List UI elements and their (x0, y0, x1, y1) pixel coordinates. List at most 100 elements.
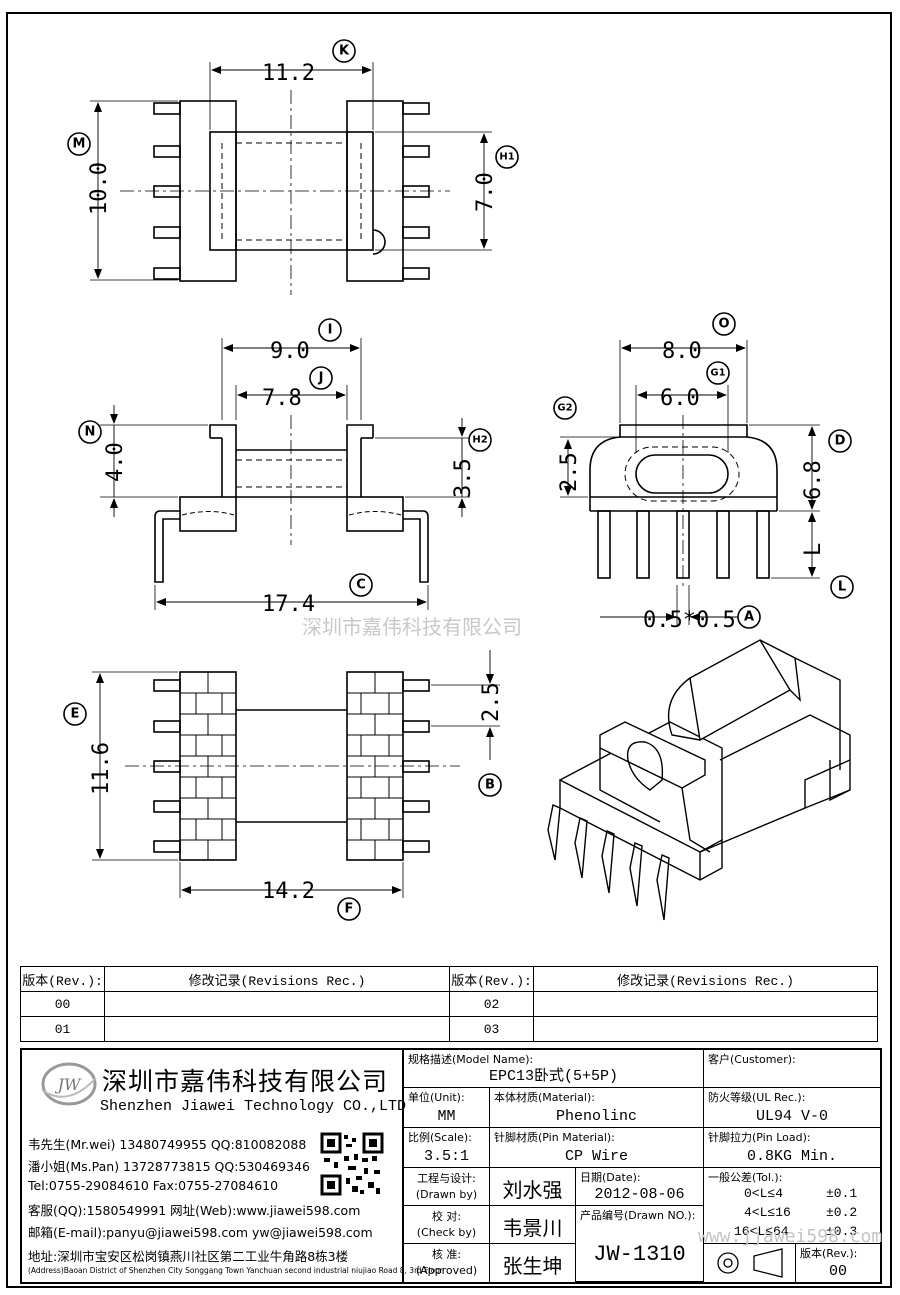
bottom-view (92, 650, 500, 898)
svg-text:H1: H1 (499, 152, 514, 163)
isometric-view (547, 639, 851, 921)
rec-cell (533, 991, 878, 1017)
dim-bottom-width: 14.2 (262, 879, 315, 904)
contact-address-en: (Address)Baoan District of Shenzhen City… (28, 1266, 443, 1275)
dim-side-slot: 2.5 (557, 452, 582, 492)
customer-cell: 客户(Customer): (704, 1050, 880, 1088)
dim-front-flange: 3.5 (451, 458, 476, 498)
tag-o: O (712, 312, 736, 336)
rec-header: 修改记录(Revisions Rec.) (533, 966, 878, 992)
rec-cell (533, 1016, 878, 1042)
front-view (100, 338, 470, 610)
svg-text:A: A (744, 610, 754, 625)
dim-front-inner: 7.8 (262, 386, 302, 411)
rec-header: 修改记录(Revisions Rec.) (104, 966, 450, 992)
dim-bottom-height: 11.6 (89, 742, 114, 795)
approve-value-cell: 张生坤 (490, 1244, 576, 1282)
pin-load-value: 0.8KG Min. (746, 1148, 837, 1165)
tolerance-cell: 一般公差(Tol.): 0<L≤4 ±0.1 4<L≤16 ±0.2 16<L≤… (704, 1168, 880, 1244)
rev-header: 版本(Rev.): (20, 966, 105, 992)
tag-m: M (67, 132, 91, 156)
tag-g2: G2 (553, 396, 577, 420)
contact-email: 邮箱(E-mail):panyu@jiawei598.com yw@jiawei… (28, 1225, 373, 1240)
approved-by-value: 张生坤 (502, 1254, 563, 1278)
tag-g1: G1 (706, 361, 730, 385)
svg-text:J: J (318, 371, 324, 386)
dim-top-height: 10.0 (87, 162, 112, 215)
qr-code (320, 1132, 384, 1196)
svg-text:E: E (71, 707, 80, 722)
dim-front-height: 4.0 (103, 442, 128, 482)
tag-n: N (78, 420, 102, 444)
dim-side-height: 6.8 (801, 460, 826, 500)
ul-value: UL94 V-0 (755, 1108, 828, 1125)
drawing-no-value: JW-1310 (593, 1242, 686, 1267)
check-by-value: 韦景川 (502, 1216, 563, 1240)
rev-cell: 01 (20, 1016, 105, 1042)
drawn-label-cell: 工程与设计: (Drawn by) (404, 1168, 490, 1206)
svg-text:N: N (85, 425, 96, 440)
svg-text:D: D (835, 434, 846, 449)
company-panel: JW 深圳市嘉伟科技有限公司 Shenzhen Jiawei Technolog… (22, 1050, 443, 1282)
projection-symbol (717, 1248, 783, 1278)
material-cell: 本体材质(Material): Phenolinc (490, 1088, 704, 1128)
table-row: 01 03 (20, 1016, 878, 1042)
check-value-cell: 韦景川 (490, 1206, 576, 1244)
contact-pan: 潘小姐(Ms.Pan) 13728773815 QQ:530469346 (28, 1159, 310, 1174)
scale-cell: 比例(Scale): 3.5:1 (404, 1128, 490, 1168)
svg-text:G1: G1 (710, 368, 725, 379)
tag-h2: H2 (468, 428, 492, 452)
company-logo: JW (41, 1062, 97, 1106)
svg-text:JW: JW (55, 1075, 82, 1094)
revision-table: 版本(Rev.): 修改记录(Revisions Rec.) 版本(Rev.):… (20, 966, 878, 1042)
svg-text:M: M (73, 137, 86, 152)
top-view (90, 62, 492, 295)
ul-cell: 防火等级(UL Rec.): UL94 V-0 (704, 1088, 880, 1128)
svg-text:O: O (718, 317, 729, 332)
rec-cell (104, 991, 450, 1017)
check-label-cell: 校 对: (Check by) (404, 1206, 490, 1244)
unit-value: MM (437, 1108, 456, 1125)
svg-text:I: I (328, 323, 333, 338)
contact-tel: Tel:0755-29084610 Fax:0755-27084610 (28, 1178, 279, 1193)
rev-value: 00 (828, 1263, 847, 1280)
rev-cell: 02 (449, 991, 534, 1017)
rec-cell (104, 1016, 450, 1042)
dim-front-span: 17.4 (262, 592, 315, 617)
dim-side-outer: 8.0 (662, 339, 702, 364)
drawn-by-value: 刘水强 (502, 1178, 563, 1202)
tag-l: L (830, 575, 854, 599)
rev-header: 版本(Rev.): (449, 966, 534, 992)
title-block: JW 深圳市嘉伟科技有限公司 Shenzhen Jiawei Technolog… (20, 1048, 882, 1284)
tag-b: B (478, 773, 502, 797)
model-cell: 规格描述(Model Name): EPC13卧式(5+5P) (404, 1050, 704, 1088)
company-name-cn: 深圳市嘉伟科技有限公司 (102, 1067, 389, 1096)
svg-text:G2: G2 (557, 403, 572, 414)
svg-text:H2: H2 (472, 435, 487, 446)
tag-h1: H1 (495, 145, 519, 169)
contact-address: 地址:深圳市宝安区松岗镇燕川社区第二工业牛角路8栋3楼 (28, 1249, 349, 1264)
pin-material-cell: 针脚材质(Pin Material): CP Wire (490, 1128, 704, 1168)
dim-side-pin-len: L (801, 543, 826, 556)
side-view (560, 340, 820, 625)
tag-e: E (63, 702, 87, 726)
svg-text:B: B (485, 778, 495, 793)
drawn-value-cell: 刘水强 (490, 1168, 576, 1206)
svg-text:K: K (339, 44, 350, 59)
tag-i: I (318, 318, 342, 342)
svg-text:L: L (838, 580, 846, 595)
scale-value: 3.5:1 (423, 1148, 469, 1165)
watermark-text: 深圳市嘉伟科技有限公司 (302, 615, 522, 639)
contact-wei: 韦先生(Mr.wei) 13480749955 QQ:810082088 (28, 1137, 307, 1152)
projection-symbol-cell (704, 1244, 796, 1282)
approve-label-cell: 核 准: (Approved) (404, 1244, 490, 1282)
contact-qq-web: 客服(QQ):1580549991 网址(Web):www.jiawei598.… (28, 1203, 361, 1218)
pin-load-cell: 针脚拉力(Pin Load): 0.8KG Min. (704, 1128, 880, 1168)
date-cell: 日期(Date): 2012-08-06 (576, 1168, 704, 1206)
technical-drawing: 11.2 10.0 7.0 9.0 7.8 4.0 3.5 17.4 8.0 6… (63, 39, 854, 921)
tag-k: K (332, 39, 356, 63)
pin-material-value: CP Wire (564, 1148, 628, 1165)
rev-cell: 03 (449, 1016, 534, 1042)
unit-cell: 单位(Unit): MM (404, 1088, 490, 1128)
dim-side-inner: 6.0 (660, 386, 700, 411)
